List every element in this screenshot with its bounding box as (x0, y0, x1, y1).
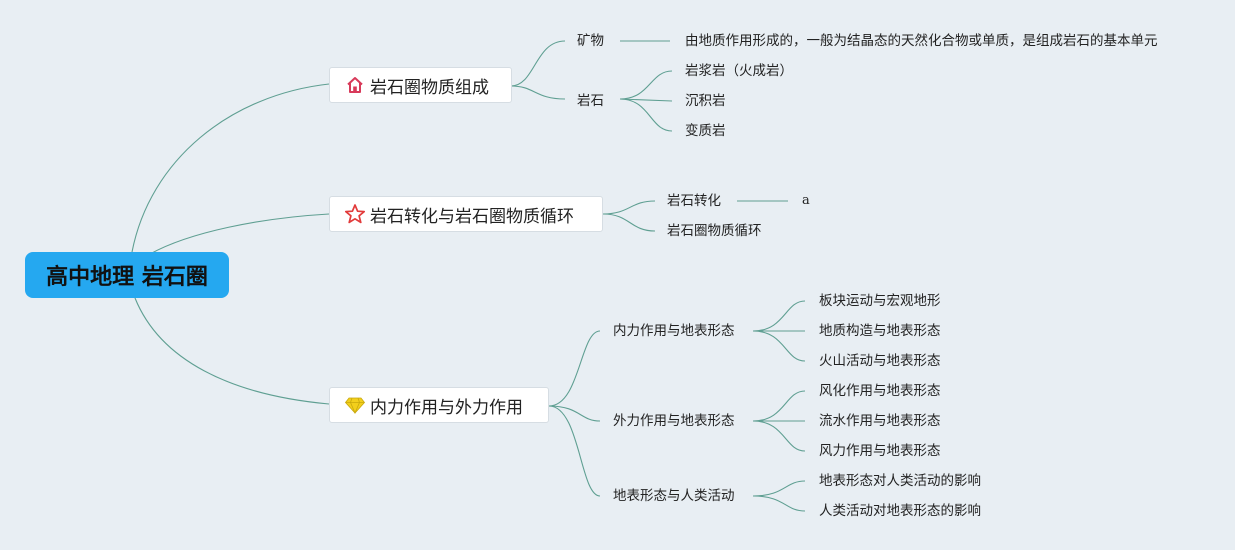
node-landform-impact[interactable]: 地表形态对人类活动的影响 (819, 473, 981, 489)
node-fluvial[interactable]: 流水作用与地表形态 (819, 413, 941, 429)
topic-label: 岩石圈物质组成 (370, 77, 489, 98)
node-igneous-rock[interactable]: 岩浆岩（火成岩） (685, 63, 793, 79)
house-icon (344, 74, 366, 96)
node-sedimentary-rock[interactable]: 沉积岩 (685, 93, 726, 109)
node-external-force[interactable]: 外力作用与地表形态 (613, 413, 735, 429)
node-volcanic-activity[interactable]: 火山活动与地表形态 (819, 353, 941, 369)
node-internal-force[interactable]: 内力作用与地表形态 (613, 323, 735, 339)
node-aeolian[interactable]: 风力作用与地表形态 (819, 443, 941, 459)
node-rock-transformation[interactable]: 岩石转化 (667, 193, 721, 209)
connector-external-3 (752, 420, 806, 452)
topic-rock-cycle[interactable]: 岩石转化与岩石圈物质循环 (329, 196, 603, 232)
connector-root-topic1 (131, 83, 330, 253)
connector-human-1 (752, 480, 806, 497)
node-a[interactable]: a (802, 193, 810, 208)
connector-rock-sedimentary (619, 98, 673, 102)
diamond-icon (344, 394, 366, 416)
connector-t1-mineral (510, 40, 566, 87)
node-mineral[interactable]: 矿物 (577, 33, 604, 49)
connector-external-1 (752, 390, 806, 422)
connector-internal-3 (752, 330, 806, 362)
topic-rock-composition[interactable]: 岩石圈物质组成 (329, 67, 512, 103)
connector-human-2 (752, 495, 806, 512)
connector-t3-human (548, 405, 601, 497)
connector-t2-transform (602, 200, 656, 215)
topic-label: 内力作用与外力作用 (370, 397, 523, 418)
node-mineral-definition[interactable]: 由地质作用形成的，一般为结晶态的天然化合物或单质，是组成岩石的基本单元 (685, 33, 1158, 49)
root-topic-label: 高中地理 岩石圈 (46, 265, 208, 290)
connector-t1-rock (510, 85, 566, 100)
node-rock[interactable]: 岩石 (577, 93, 604, 109)
root-topic[interactable]: 高中地理 岩石圈 (25, 252, 229, 298)
star-icon (344, 203, 366, 225)
connector-t3-external (548, 405, 601, 422)
node-plate-movement[interactable]: 板块运动与宏观地形 (819, 293, 941, 309)
connector-root-topic3 (134, 297, 330, 405)
topic-internal-external-forces[interactable]: 内力作用与外力作用 (329, 387, 549, 423)
connector-rock-metamorphic (619, 98, 673, 132)
node-human-impact[interactable]: 人类活动对地表形态的影响 (819, 503, 981, 519)
node-landform-human[interactable]: 地表形态与人类活动 (613, 488, 735, 504)
node-material-cycle[interactable]: 岩石圈物质循环 (667, 223, 762, 239)
node-weathering[interactable]: 风化作用与地表形态 (819, 383, 941, 399)
connector-rock-igneous (619, 70, 673, 100)
connector-t3-internal (548, 330, 601, 407)
node-metamorphic-rock[interactable]: 变质岩 (685, 123, 726, 139)
connector-t2-cycle (602, 213, 656, 232)
node-geologic-structure[interactable]: 地质构造与地表形态 (819, 323, 941, 339)
connector-internal-1 (752, 300, 806, 332)
topic-label: 岩石转化与岩石圈物质循环 (370, 206, 574, 227)
connector-root-topic2 (149, 213, 330, 255)
